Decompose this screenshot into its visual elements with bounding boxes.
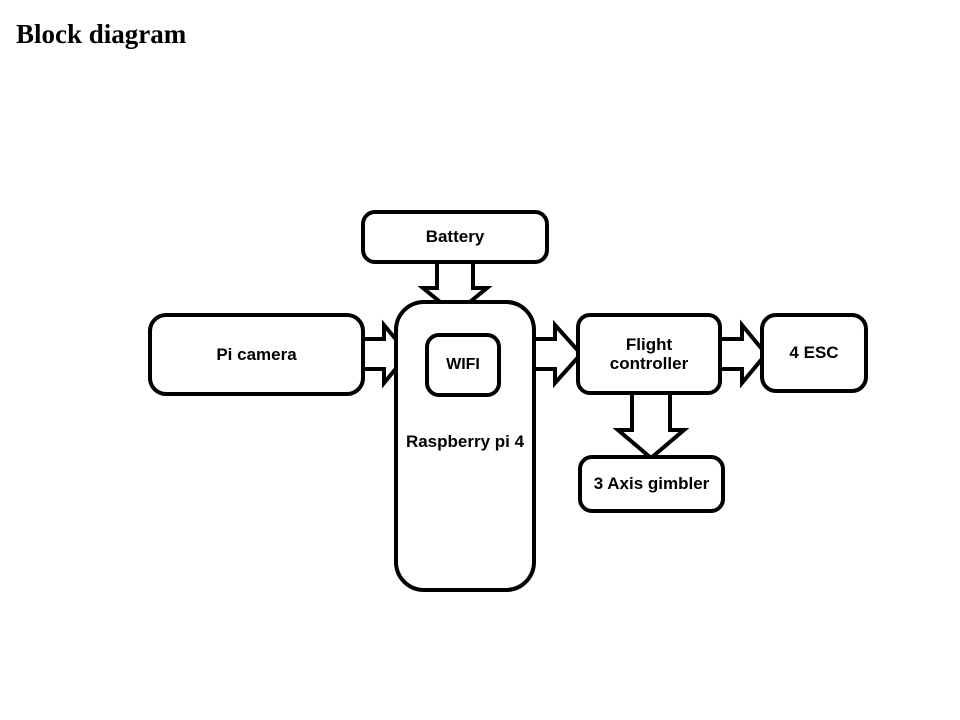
page-title: Block diagram: [16, 19, 187, 49]
block-pi-camera-label: Pi camera: [216, 344, 297, 364]
block-wifi-label: WIFI: [446, 356, 480, 374]
block-gimbler[interactable]: 3 Axis gimbler: [578, 455, 725, 513]
block-pi-camera[interactable]: Pi camera: [148, 313, 365, 396]
connector-flight-controller-to-gimbler: [612, 390, 690, 461]
block-battery-label: Battery: [425, 227, 485, 247]
block-flight-controller[interactable]: Flight controller: [576, 313, 722, 395]
block-raspberry-pi-label: Raspberry pi 4: [405, 432, 525, 451]
block-battery[interactable]: Battery: [361, 210, 549, 264]
block-esc-label: 4 ESC: [789, 343, 839, 363]
connector-raspberry-pi-to-flight-controller: [529, 319, 584, 389]
block-wifi[interactable]: WIFI: [425, 333, 501, 397]
block-flight-controller-label: Flight controller: [609, 334, 689, 373]
block-gimbler-label: 3 Axis gimbler: [593, 474, 710, 494]
block-esc[interactable]: 4 ESC: [760, 313, 868, 393]
